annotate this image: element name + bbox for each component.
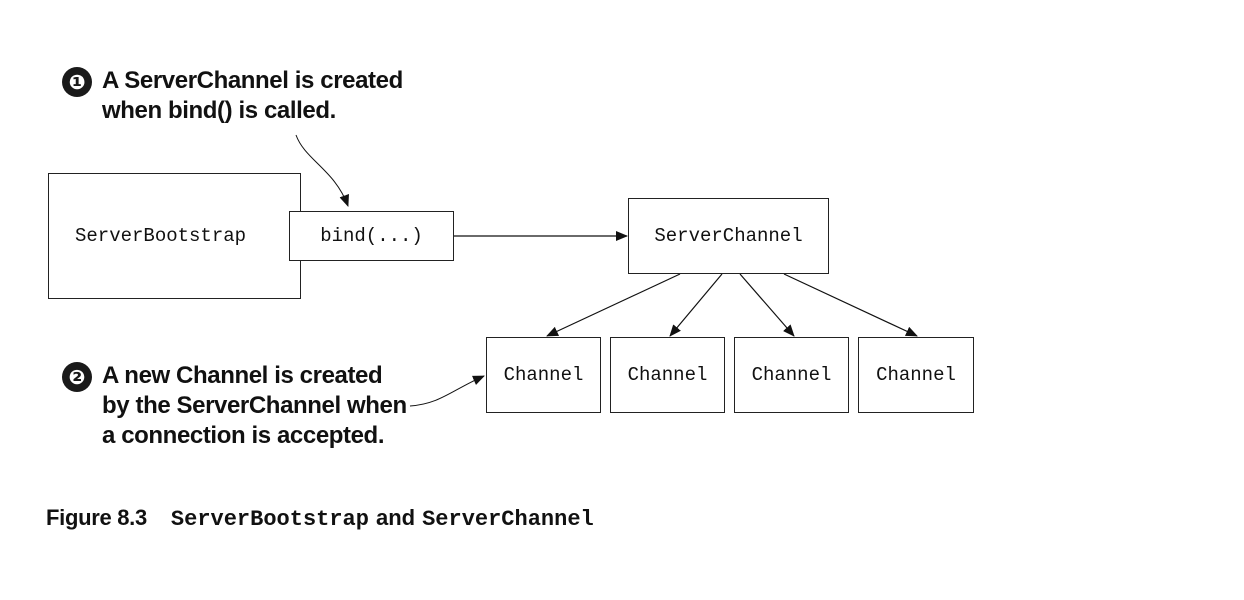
callout-2: ❷ A new Channel is created by the Server…: [62, 361, 407, 451]
callout-2-number: ❷: [62, 362, 92, 392]
callout-2-pointer: [409, 375, 485, 407]
channel-box-4: Channel: [858, 337, 974, 413]
figure-caption-code-1: ServerBootstrap: [170, 507, 369, 532]
bind-box: bind(...): [289, 211, 454, 261]
serverchannel-box: ServerChannel: [628, 198, 829, 274]
channel-label-4: Channel: [876, 364, 956, 386]
callout-2-text: A new Channel is created by the ServerCh…: [102, 361, 407, 451]
callout-1-text: A ServerChannel is created when bind() i…: [102, 66, 403, 126]
callout-1-number: ❶: [62, 67, 92, 97]
callout-1-line-1: A ServerChannel is created: [102, 67, 403, 94]
bind-label: bind(...): [320, 225, 423, 247]
callout-2-line-3: a connection is accepted.: [102, 422, 385, 449]
figure-caption: Figure 8.3 ServerBootstrap and ServerCha…: [46, 505, 594, 532]
callout-1-pointer: [295, 134, 349, 207]
callout-1-line-2: when bind() is called.: [102, 97, 336, 124]
channel-label-3: Channel: [751, 364, 832, 386]
callout-1: ❶ A ServerChannel is created when bind()…: [62, 66, 403, 126]
serverchannel-to-channel-4-arrow: [783, 273, 918, 337]
figure-caption-label: Figure 8.3: [46, 505, 147, 530]
serverchannel-to-channel-3-arrow: [739, 273, 795, 337]
serverbootstrap-box: ServerBootstrap: [48, 173, 301, 299]
serverchannel-label: ServerChannel: [654, 225, 803, 247]
channel-box-2: Channel: [610, 337, 725, 413]
serverchannel-to-channel-2-arrow: [669, 273, 723, 337]
channel-box-3: Channel: [734, 337, 849, 413]
serverchannel-to-channel-1-arrow: [546, 273, 681, 337]
channel-label-2: Channel: [627, 364, 708, 386]
serverbootstrap-label: ServerBootstrap: [75, 225, 247, 247]
figure-caption-code-2: ServerChannel: [422, 507, 594, 532]
figure-caption-connector: and: [375, 505, 416, 530]
callout-2-line-2: by the ServerChannel when: [102, 392, 407, 419]
callout-2-line-1: A new Channel is created: [102, 362, 383, 389]
channel-box-1: Channel: [486, 337, 601, 413]
channel-label-1: Channel: [503, 364, 584, 386]
